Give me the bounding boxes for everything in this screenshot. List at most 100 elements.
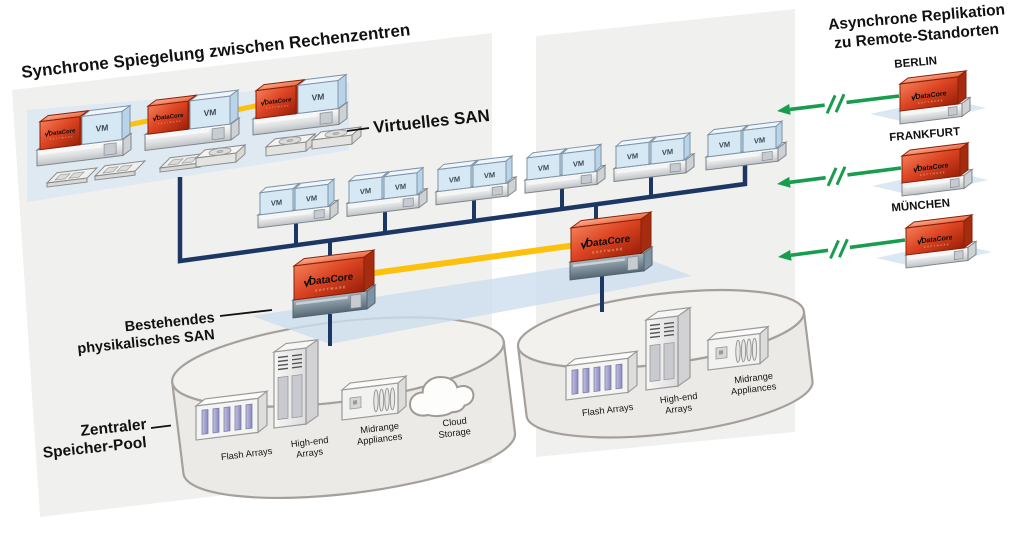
vm-cube xyxy=(80,104,132,146)
disk-drive-icon xyxy=(194,143,247,168)
break-slash xyxy=(825,94,837,114)
replication-arrow-3 xyxy=(778,238,906,261)
storage-pool-pointer xyxy=(150,424,172,429)
vm-cube xyxy=(293,178,336,212)
vm-label: VM xyxy=(719,140,730,150)
remote-site-label-2: FRANKFURT xyxy=(889,126,961,144)
vm-label: VM xyxy=(754,135,765,145)
high-end-arrays-label-right: High-end xyxy=(659,391,698,406)
break-slash xyxy=(829,239,840,260)
vm-cube xyxy=(741,120,784,154)
vm-label: VM xyxy=(204,107,217,119)
high-end-arrays-icon-left xyxy=(271,338,321,429)
flash-arrays-icon-left xyxy=(194,390,269,441)
san-bus-line xyxy=(177,165,748,264)
disk-drive-icon xyxy=(264,132,317,157)
vm-cube xyxy=(649,131,692,165)
vm-label: VM xyxy=(662,147,673,157)
midrange-appliances-label-right: Midrange xyxy=(734,371,774,386)
datacore-logo-text: DataCore xyxy=(917,162,948,173)
break-slash xyxy=(826,167,838,187)
arrowhead xyxy=(777,176,791,188)
cloud-storage-label-left: Cloud xyxy=(442,416,467,429)
midrange-appliances-icon-right xyxy=(706,325,770,371)
vm-label: VM xyxy=(360,186,371,196)
vm-cube xyxy=(560,143,603,177)
vm-cube xyxy=(296,73,348,115)
vm-host-1: VM VM xyxy=(256,178,340,229)
arrowhead xyxy=(778,249,792,261)
datacore-box xyxy=(900,141,970,184)
vm-label: VM xyxy=(96,122,109,134)
storage-pool-label-line1: Zentraler xyxy=(80,416,148,440)
datacore-logo-subtext: SOFTWARE xyxy=(315,285,347,293)
sync-link-appliances xyxy=(357,242,579,278)
remote-sites: DataCoreSOFTWAREBERLINDataCoreSOFTWAREFR… xyxy=(777,55,992,269)
cloud-storage-icon-left xyxy=(408,376,475,418)
datacore-logo-text: DataCore xyxy=(309,272,354,288)
cloud-storage-label-left-line2: Storage xyxy=(438,426,472,440)
datacore-logo-subtext: SOFTWARE xyxy=(50,135,74,141)
replication-arrow-1 xyxy=(777,93,900,115)
vm-label: VM xyxy=(449,174,460,184)
vm-host-2: VM VM xyxy=(345,166,429,217)
datacore-logo-text: DataCore xyxy=(157,113,184,122)
vm-label: VM xyxy=(395,182,406,192)
virtual-san-pointer xyxy=(346,127,370,132)
datacore-logo-subtext: SOFTWARE xyxy=(920,171,946,177)
storage-pools: Flash ArraysHigh-endArraysMidrangeApplia… xyxy=(171,288,814,500)
disk-tray-icon xyxy=(45,167,99,188)
flash-arrays-icon-right xyxy=(564,350,639,401)
datacore-logo-text: DataCore xyxy=(586,234,631,250)
vm-label: VM xyxy=(271,198,282,208)
datacore-logo-text: DataCore xyxy=(915,90,946,101)
arrowhead xyxy=(777,103,791,115)
high-end-arrays-label-left: High-end xyxy=(290,435,329,450)
datacore-box xyxy=(292,249,376,301)
vm-host-3: VM VM xyxy=(434,154,518,206)
vm-cube xyxy=(188,89,240,130)
vm-label: VM xyxy=(484,170,495,180)
midrange-appliances-label-left: Midrange xyxy=(360,421,400,436)
datacore-box xyxy=(904,213,974,256)
vm-host-6: VM VM xyxy=(704,120,788,171)
high-end-arrays-icon-right xyxy=(643,306,693,391)
datacore-logo-subtext: SOFTWARE xyxy=(918,99,944,105)
vm-label: VM xyxy=(306,193,317,203)
break-slash xyxy=(838,238,849,258)
high-end-arrays-label-right-line2: Arrays xyxy=(665,402,693,415)
vm-label: VM xyxy=(627,151,638,161)
datacore-logo-subtext: SOFTWARE xyxy=(266,104,290,110)
datacore-logo-subtext: SOFTWARE xyxy=(592,247,624,255)
vm-cube xyxy=(471,154,514,188)
break-slash xyxy=(834,93,846,113)
datacore-box xyxy=(569,211,653,263)
datacore-box xyxy=(898,69,968,112)
midrange-appliances-icon-left xyxy=(340,374,408,421)
datacore-logo-subtext: SOFTWARE xyxy=(158,119,182,125)
break-slash xyxy=(835,166,847,186)
vm-label: VM xyxy=(312,91,325,103)
datacore-logo-text: DataCore xyxy=(265,97,292,106)
vm-label: VM xyxy=(538,163,549,173)
disk-tray-icon xyxy=(93,160,147,181)
high-end-arrays-label-left-line2: Arrays xyxy=(296,446,324,459)
datacore-logo-text: DataCore xyxy=(921,234,952,245)
datacore-logo-text: DataCore xyxy=(49,128,76,137)
